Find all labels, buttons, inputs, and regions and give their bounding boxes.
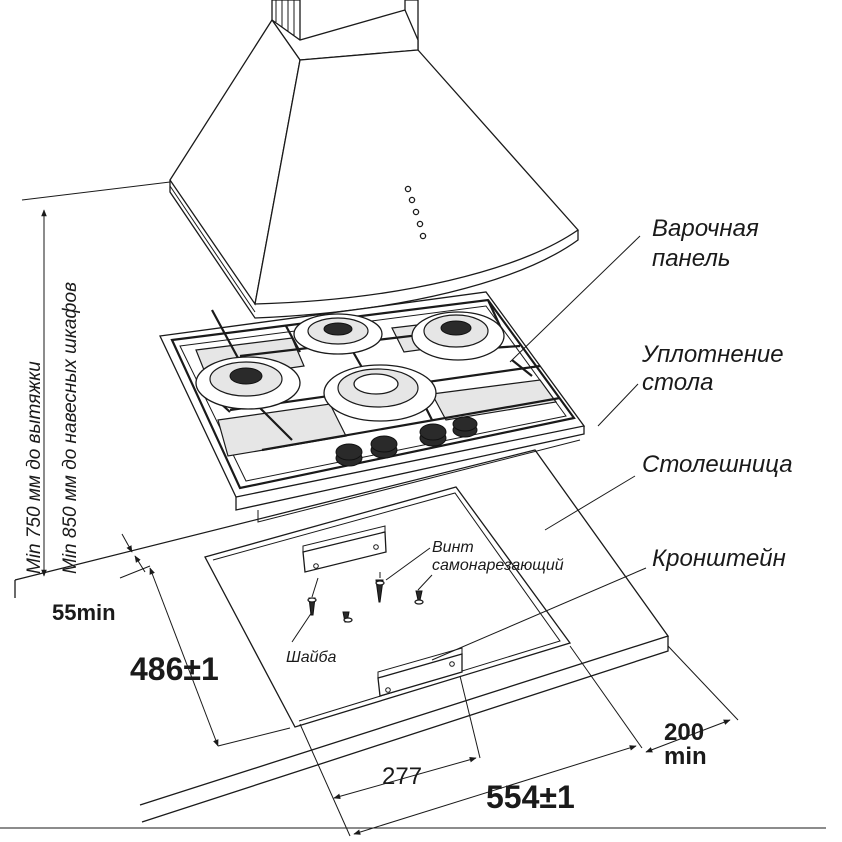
worktop-cutout: [204, 486, 572, 728]
label-worktop: Столешница: [642, 451, 793, 478]
bracket-front: [377, 647, 463, 697]
dim-depth: 486±1: [130, 651, 219, 687]
gas-hob: [159, 291, 586, 523]
control-knob: [419, 423, 447, 447]
label-hob-line1: Варочная: [652, 215, 759, 242]
burner: [411, 311, 505, 361]
label-seal-line2: стола: [642, 369, 713, 396]
burner: [195, 356, 301, 410]
control-knob: [452, 416, 478, 438]
dim-wall-min: 200 min: [664, 719, 707, 770]
label-bracket: Кронштейн: [652, 545, 786, 572]
label-seal: Уплотнение стола: [641, 341, 784, 396]
label-screw-line2: самонарезающий: [432, 557, 564, 574]
dimension-lines: [41, 209, 739, 837]
label-screw-line1: Винт: [432, 539, 474, 556]
control-knob: [335, 443, 363, 467]
label-cabinet-min: Min 850 мм до навесных шкафов: [60, 282, 81, 574]
washer-icon: [307, 597, 317, 616]
screw-icon: [342, 579, 424, 623]
control-knob: [370, 435, 398, 459]
worktop: [0, 449, 826, 829]
dim-edge-min: 55min: [52, 600, 116, 625]
label-screw: Винт самонарезающий: [432, 539, 564, 574]
label-seal-line1: Уплотнение: [641, 341, 784, 368]
dim-wall-min-unit: min: [664, 743, 707, 770]
hood-control-buttons: [404, 185, 427, 240]
burner: [323, 364, 437, 422]
label-hob-line2: панель: [652, 245, 730, 272]
cooker-hood: [169, 0, 579, 319]
label-hob: Варочная панель: [652, 215, 759, 272]
label-washer: Шайба: [286, 649, 337, 666]
dim-half-width: 277: [382, 763, 422, 790]
bracket-rear: [302, 525, 387, 573]
label-hood-min: Min 750 мм до вытяжки: [24, 361, 45, 574]
dim-width: 554±1: [486, 779, 575, 815]
burner: [293, 313, 383, 355]
leader-lines: [21, 181, 647, 661]
dim-wall-min-value: 200: [664, 719, 704, 746]
